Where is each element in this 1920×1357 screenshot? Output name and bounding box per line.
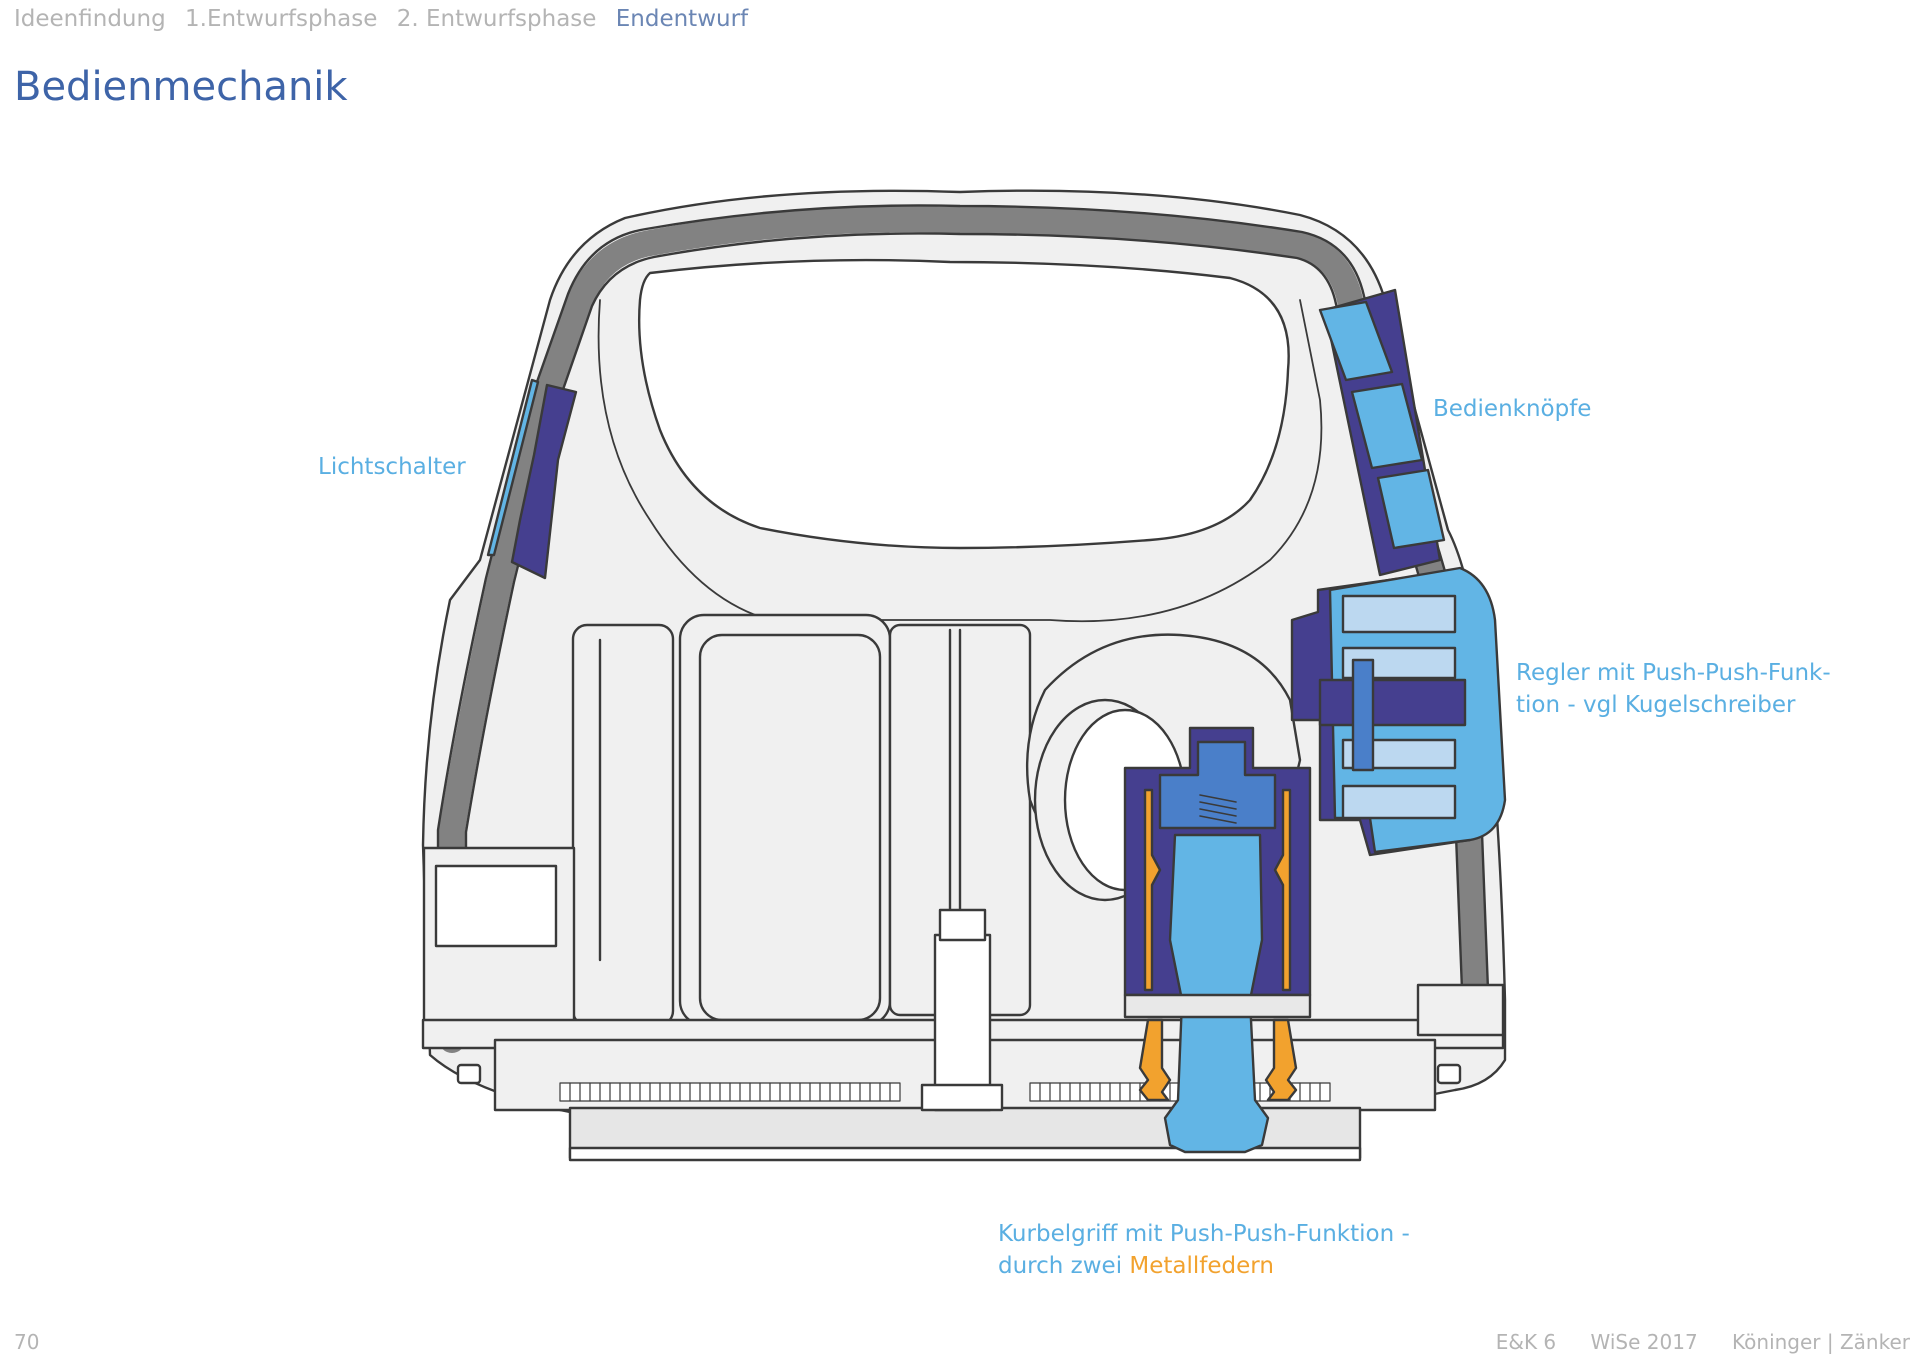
spring-right-upper (1273, 788, 1292, 992)
control-button-top (1318, 300, 1394, 382)
label-kurbelgriff-prefix: durch zwei (998, 1253, 1130, 1279)
breadcrumb-item-entwurfsphase-1[interactable]: 1.Entwurfsphase (185, 6, 378, 32)
control-button-middle (1350, 382, 1424, 470)
label-lichtschalter: Lichtschalter (318, 454, 466, 480)
handle-inner-face (597, 299, 1323, 623)
breadcrumb-item-entwurfsphase-2[interactable]: 2. Entwurfsphase (396, 6, 597, 32)
label-bedienknoepfe: Bedienknöpfe (1433, 396, 1592, 422)
label-metallfedern: Metallfedern (1129, 1253, 1274, 1279)
label-kurbelgriff-line-1: Kurbelgriff mit Push-Push-Funktion - (998, 1221, 1410, 1247)
control-button-bottom (1376, 468, 1446, 550)
page-title: Bedienmechanik (14, 64, 348, 110)
breadcrumb-item-endentwurf[interactable]: Endentwurf (615, 6, 749, 32)
spindle-foot (920, 1083, 1004, 1112)
light-switch (510, 383, 578, 580)
footer-semester: WiSe 2017 (1590, 1330, 1698, 1354)
right-clip (1416, 983, 1505, 1037)
regler-stem (1318, 678, 1467, 727)
footer-course: E&K 6 (1495, 1330, 1557, 1354)
kurbel-inner-cap (1158, 740, 1277, 830)
label-regler: Regler mit Push-Push-Funk- tion - vgl Ku… (1516, 657, 1831, 721)
left-chamber (571, 623, 675, 1027)
kurbel-shaft (1163, 833, 1270, 1154)
regler-pin (1351, 658, 1375, 772)
label-regler-line-1: Regler mit Push-Push-Funk- (1516, 660, 1831, 686)
ratchet-strip-left (559, 1082, 901, 1102)
spring-left-upper (1143, 788, 1162, 992)
spring-left-lower (1138, 1018, 1172, 1102)
kurbel-base-plate (1123, 993, 1312, 1019)
spindle-cap (938, 908, 987, 942)
page-number: 70 (14, 1330, 40, 1354)
breadcrumb-item-ideenfindung[interactable]: Ideenfindung (14, 6, 166, 32)
label-kurbelgriff-line-2: durch zwei Metallfedern (998, 1250, 1410, 1282)
central-spindle (933, 933, 992, 1112)
central-block-inner (698, 633, 882, 1022)
footer-info: E&K 6 WiSe 2017 Köninger | Zänker (1468, 1330, 1910, 1354)
label-kurbelgriff: Kurbelgriff mit Push-Push-Funktion - dur… (998, 1218, 1410, 1282)
label-regler-line-2: tion - vgl Kugelschreiber (1516, 692, 1796, 718)
right-foot-slot (1436, 1063, 1462, 1085)
base-bottom-plate (568, 1146, 1362, 1162)
left-clip-inner (434, 864, 558, 948)
kurbel-coil-spring (1199, 794, 1237, 824)
handle-opening (637, 258, 1290, 550)
spring-right-lower (1264, 1018, 1298, 1102)
light-switch-cover (486, 378, 540, 557)
breadcrumb: Ideenfindung 1.Entwurfsphase 2. Entwurfs… (14, 6, 760, 32)
footer-authors: Köninger | Zänker (1732, 1330, 1910, 1354)
left-foot-slot (456, 1063, 482, 1085)
